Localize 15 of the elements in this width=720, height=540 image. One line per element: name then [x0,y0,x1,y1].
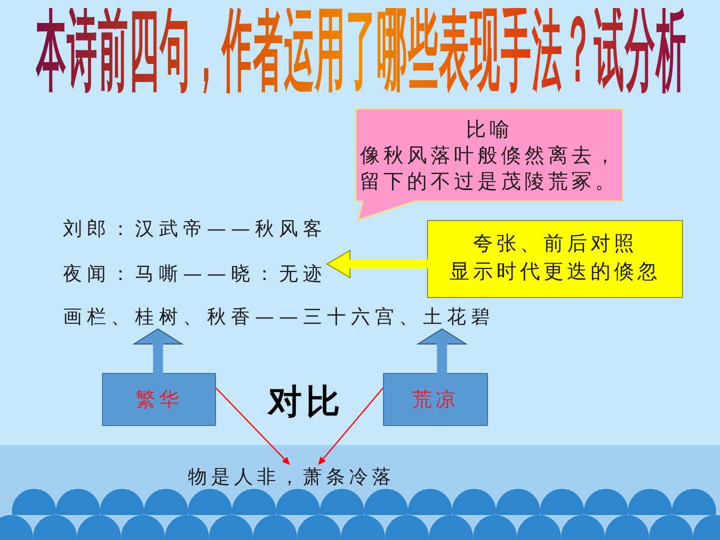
arrow [216,388,290,465]
text-line: 夜闻：马嘶——晓：无迹 [63,262,327,286]
callout-heading: 夸张、前后对照 [472,230,638,256]
label-box: 荒凉 [383,373,488,426]
conclusion-text: 物是人非，萧条冷落 [188,465,395,489]
speech-bubble [355,108,624,221]
bubble-heading: 比喻 [465,116,514,142]
label-text: 对比 [268,383,344,421]
text-line: 画栏、桂树、秋香——三十六宫、土花碧 [63,305,495,329]
label-box: 繁华 [102,373,216,426]
text-line: 刘郎：汉武帝——秋风客 [63,217,327,241]
callout-text: 显示时代更迭的倏忽 [448,258,662,284]
callout-box [427,220,683,298]
bubble-text: 像秋风落叶般倏然离去，留下的不过是茂陵荒冢。 [360,142,620,194]
arrow [318,388,384,466]
